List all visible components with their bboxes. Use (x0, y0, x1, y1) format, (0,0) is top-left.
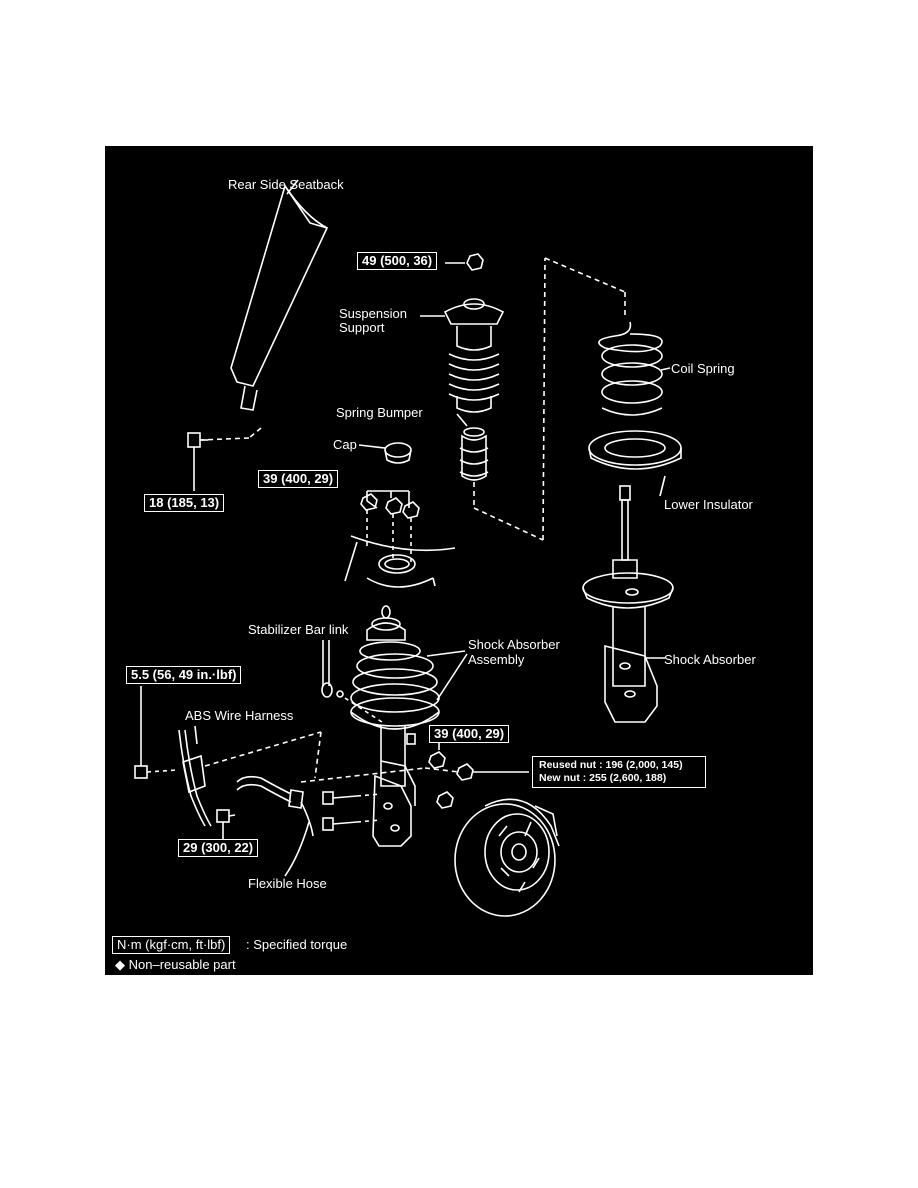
bolt-18 (187, 432, 208, 491)
stabilizer-bar-link-part (321, 640, 386, 725)
torque-box-nut-spec: Reused nut : 196 (2,000, 145) New nut : … (532, 756, 706, 788)
label-lower-insulator: Lower Insulator (664, 497, 753, 512)
torque-box-29: 29 (300, 22) (178, 839, 259, 857)
label-suspension-support-line1: Suspension (339, 306, 407, 321)
label-cap: Cap (333, 437, 357, 452)
torque-box-39-mid: 39 (400, 29) (429, 725, 510, 743)
bolt-5-5 (134, 686, 178, 779)
label-coil-spring: Coil Spring (671, 361, 735, 376)
label-abs-wire-harness: ABS Wire Harness (185, 708, 294, 723)
nuts-39-top (360, 490, 420, 564)
nuts-mid (428, 742, 529, 809)
label-stabilizer-bar-link: Stabilizer Bar link (248, 622, 349, 637)
body-mount (344, 535, 456, 588)
abs-wire-harness-part (178, 725, 322, 827)
diagram-panel: Rear Side Seatback Suspension Support Co… (105, 146, 813, 975)
shock-absorber-assembly-part (350, 605, 468, 847)
label-shock-absorber-assembly-line1: Shock Absorber (468, 637, 560, 652)
bolts-29 (216, 767, 460, 840)
label-shock-absorber: Shock Absorber (664, 652, 756, 667)
exploded-suspension-illustration (134, 179, 682, 917)
legend-unit-box: N·m (kgf·cm, ft·lbf) (112, 936, 231, 954)
torque-box-5-5: 5.5 (56, 49 in.·lbf) (126, 666, 242, 684)
nut-49 (445, 253, 484, 271)
flexible-hose-part (236, 775, 314, 877)
label-spring-bumper: Spring Bumper (336, 405, 423, 420)
coil-spring-part (598, 321, 671, 416)
reused-nut-torque: Reused nut : 196 (2,000, 145) (539, 759, 683, 771)
label-shock-absorber-assembly-line2: Assembly (468, 652, 525, 667)
torque-box-49: 49 (500, 36) (357, 252, 438, 270)
label-rear-side-seatback: Rear Side Seatback (228, 177, 344, 192)
cap-part (358, 442, 412, 464)
torque-box-18: 18 (185, 13) (144, 494, 225, 512)
torque-box-39-top: 39 (400, 29) (258, 470, 339, 488)
legend-unit-text: : Specified torque (246, 937, 348, 952)
label-suspension-support-line2: Support (339, 320, 385, 335)
label-flexible-hose: Flexible Hose (248, 876, 327, 891)
brake-disc-hub-part (454, 798, 560, 917)
rear-side-seatback-part (200, 179, 329, 441)
spring-bumper-part (456, 257, 626, 541)
suspension-support-part (420, 298, 505, 413)
legend-non-reusable: ◆ Non–reusable part (115, 957, 236, 972)
new-nut-torque: New nut : 255 (2,600, 188) (539, 772, 667, 784)
lower-insulator-part (588, 430, 682, 497)
shock-absorber-part (582, 485, 674, 723)
